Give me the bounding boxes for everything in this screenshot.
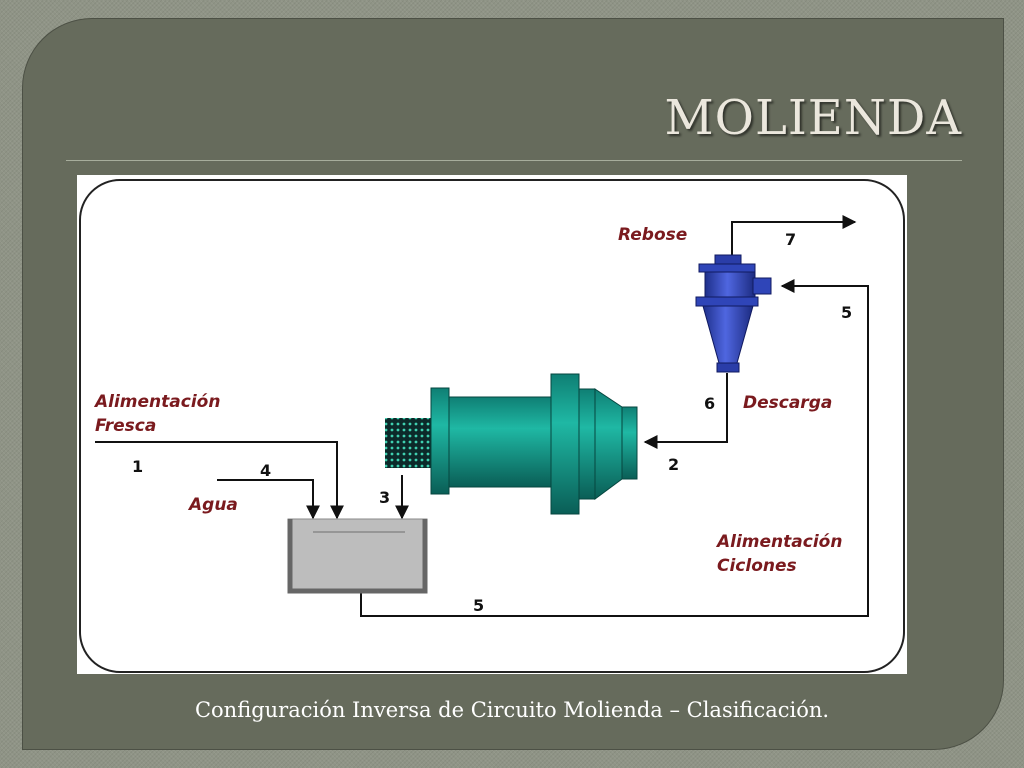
- sump-tank: [287, 518, 428, 594]
- label-alimentacion-ciclones-1: Alimentación: [715, 532, 842, 552]
- stream-number-3: 3: [379, 488, 390, 507]
- stream-5-cyclone-feed-line: [360, 279, 869, 617]
- stream-7-overflow-line: [731, 215, 857, 255]
- stream-number-5-bottom: 5: [473, 596, 484, 615]
- slide-title: MOLIENDA: [664, 90, 962, 146]
- label-rebose: Rebose: [618, 225, 687, 245]
- label-descarga: Descarga: [743, 393, 832, 413]
- hydrocyclone: [695, 254, 772, 373]
- label-alimentacion-ciclones-2: Ciclones: [717, 556, 797, 576]
- label-agua: Agua: [187, 495, 238, 515]
- stream-4-water-line: [217, 479, 320, 520]
- diagram-inner-frame: [79, 179, 905, 673]
- stream-6-underflow-line: [643, 373, 728, 449]
- stream-1-fresh-feed-line: [95, 441, 344, 520]
- stream-number-2: 2: [668, 455, 679, 474]
- stream-number-1: 1: [132, 457, 143, 476]
- mill-trommel-screen: [385, 418, 431, 468]
- stream-number-7: 7: [785, 230, 796, 249]
- grinding-circuit-diagram: Alimentación Fresca Agua Rebose Descarga…: [77, 175, 907, 674]
- ball-mill: [430, 373, 638, 515]
- stream-number-4: 4: [260, 461, 271, 480]
- stream-number-6: 6: [704, 394, 715, 413]
- slide-caption: Configuración Inversa de Circuito Molien…: [194, 698, 830, 722]
- label-alimentacion-fresca-1: Alimentación: [93, 392, 220, 412]
- stream-number-5-right: 5: [841, 303, 852, 322]
- label-alimentacion-fresca-2: Fresca: [95, 416, 156, 436]
- title-divider: [66, 160, 962, 161]
